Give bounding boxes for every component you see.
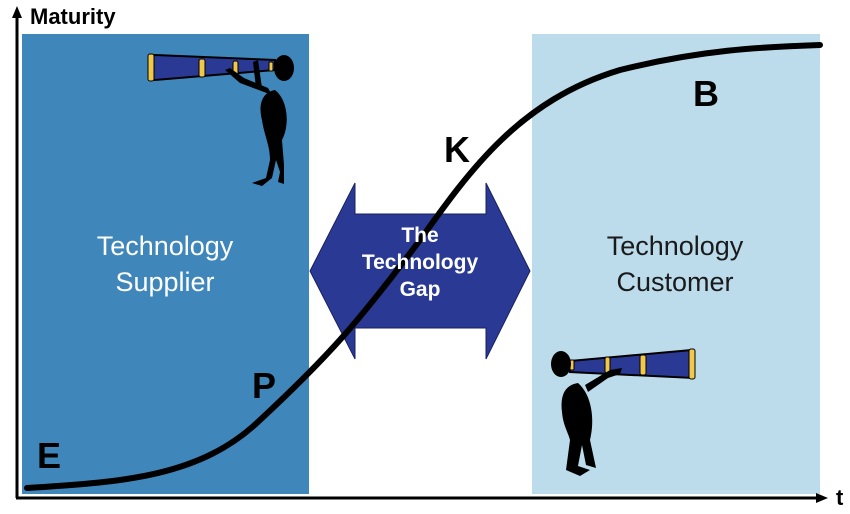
y-axis-arrowhead <box>12 6 22 18</box>
supplier-label-line2: Supplier <box>115 267 215 297</box>
curve-point-p: P <box>252 365 277 406</box>
technology-customer-label: Technology Customer <box>550 228 800 300</box>
technology-supplier-label: Technology Supplier <box>40 228 290 300</box>
curve-point-k: K <box>444 129 470 170</box>
gap-label-line3: Gap <box>399 278 441 301</box>
curve-point-b: B <box>693 73 719 114</box>
customer-label-line2: Customer <box>616 267 734 297</box>
maturity-curve <box>24 42 823 491</box>
y-axis-label: Maturity <box>30 4 116 29</box>
x-axis-label: t <box>836 485 844 510</box>
gap-label-line2: Technology <box>361 251 479 274</box>
gap-label-line1: The <box>401 224 439 247</box>
x-axis-arrowhead <box>816 493 828 503</box>
supplier-telescope-figure-icon <box>147 53 294 186</box>
customer-telescope-figure-icon <box>551 348 696 476</box>
technology-gap-label: The Technology Gap <box>335 222 505 303</box>
curve-point-e: E <box>37 435 62 476</box>
customer-label-line1: Technology <box>606 231 744 261</box>
supplier-label-line1: Technology <box>96 231 234 261</box>
